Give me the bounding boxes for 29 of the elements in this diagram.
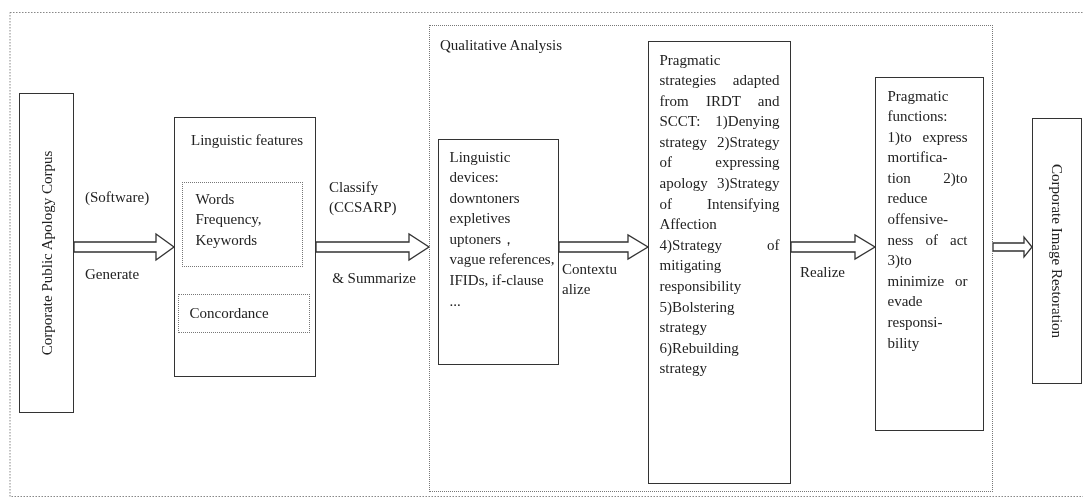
dotted-box: [177, 293, 310, 333]
edge-label: Contextu alize: [562, 260, 618, 299]
dotted-box: [181, 181, 303, 267]
box-label: Corporate Public Apology Corpus: [37, 150, 56, 356]
block-arrow: [315, 232, 431, 262]
edge-label: Generate: [85, 265, 140, 284]
process-box: [647, 40, 791, 484]
box-label: Pragmatic functions: 1)to express mortifica- tion 2)to reduce offensive- ness of act 3)to minimize or evade responsi- bility: [887, 86, 968, 353]
process-box: [174, 117, 316, 377]
block-arrow: [790, 233, 877, 261]
block-arrow: [992, 235, 1033, 259]
box-heading: Qualitative Analysis: [440, 36, 563, 55]
box-heading: Linguistic features: [191, 131, 304, 150]
box-label: Concordance: [189, 303, 269, 323]
box-label: Words Frequency, Keywords: [195, 189, 263, 250]
box-label: Corporate Image Restoration: [1048, 163, 1066, 339]
block-arrow: [73, 232, 176, 262]
arrow-label: (Software): [85, 188, 151, 207]
edge-label: Classify (CCSARP): [329, 178, 398, 217]
arrow-label: & Summarize: [331, 269, 417, 288]
group-frame: [429, 25, 993, 492]
block-arrow: [558, 233, 650, 261]
box-label: Pragmatic strategies adapted from IRDT and SCCT: 1)Denying strategy 2)Strategy of expressing apology 3)Strategy of Intensifying Affection 4)Strategy of mitigating responsibility 5)Bolstering strategy 6)Rebuilding strategy: [659, 50, 780, 379]
process-box: [19, 93, 74, 413]
process-box: [874, 76, 984, 431]
box-label: Linguistic devices: downtoners expletives uptoners， vague references, IFIDs, if-clause ...: [449, 147, 556, 311]
process-box: [1032, 118, 1082, 384]
edge-label: Realize: [800, 263, 845, 282]
process-box: [437, 138, 559, 365]
